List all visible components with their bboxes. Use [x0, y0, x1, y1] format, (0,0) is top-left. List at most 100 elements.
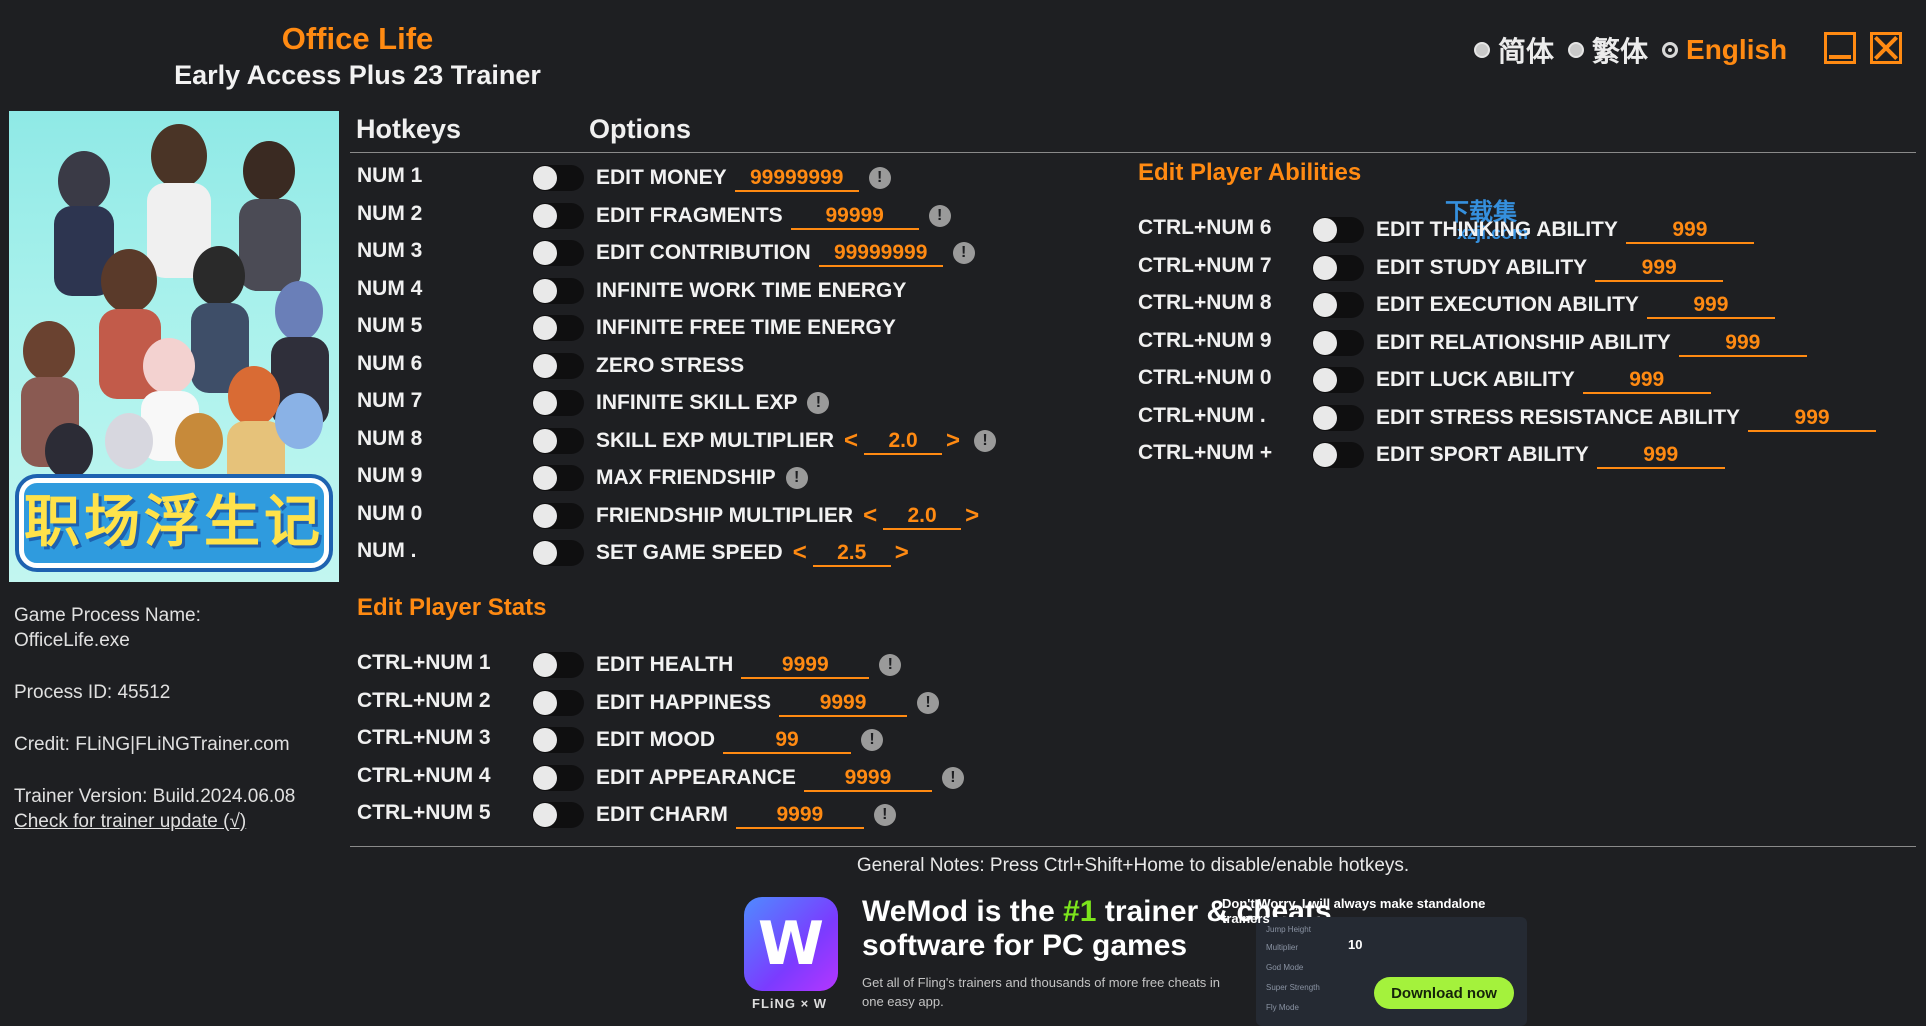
ad-headline-highlight: #1 — [1063, 895, 1097, 928]
hotkey-label: NUM 5 — [357, 314, 423, 337]
option-row: INFINITE SKILL EXP! — [532, 387, 830, 419]
credit: Credit: FLiNG|FLiNGTrainer.com — [14, 734, 290, 755]
option-row: EDIT STRESS RESISTANCE ABILITY 999 — [1312, 402, 1877, 434]
value-input[interactable]: 999 — [1678, 329, 1807, 357]
toggle-switch[interactable] — [532, 427, 584, 454]
lang-option-english[interactable]: English — [1662, 34, 1787, 66]
option-row: EDIT HAPPINESS 9999! — [532, 687, 940, 719]
toggle-switch[interactable] — [1312, 404, 1364, 431]
info-icon[interactable]: ! — [785, 467, 808, 489]
toggle-switch[interactable] — [1312, 217, 1364, 243]
trainer-version: Trainer Version: Build.2024.06.08 — [14, 786, 296, 807]
toggle-switch[interactable] — [532, 202, 584, 229]
info-icon[interactable]: ! — [873, 804, 896, 826]
increase-arrow-icon[interactable]: > — [965, 501, 980, 529]
option-label: EDIT HAPPINESS — [596, 690, 772, 714]
value-input[interactable]: 9999 — [741, 651, 870, 679]
value-input[interactable]: 2.0 — [883, 502, 962, 530]
decrease-arrow-icon[interactable]: < — [792, 539, 807, 566]
toggle-switch[interactable] — [532, 540, 584, 566]
hotkey-label: CTRL+NUM . — [1138, 403, 1266, 427]
info-icon[interactable]: ! — [868, 167, 891, 189]
option-label: INFINITE WORK TIME ENERGY — [596, 278, 907, 302]
toggle-switch[interactable] — [532, 315, 584, 341]
info-icon[interactable]: ! — [952, 242, 975, 264]
value-input[interactable]: 99999999 — [734, 164, 859, 192]
toggle-switch[interactable] — [532, 502, 584, 529]
wemod-advert[interactable]: W FLiNG × W WeMod is the #1 trainer & ch… — [742, 895, 1527, 1026]
toggle-switch[interactable] — [1312, 292, 1364, 318]
value-input[interactable]: 2.0 — [864, 427, 943, 455]
increase-arrow-icon[interactable]: > — [946, 426, 961, 454]
minimize-icon[interactable] — [1824, 32, 1856, 64]
value-input[interactable]: 999 — [1596, 441, 1725, 469]
increase-arrow-icon[interactable]: > — [894, 539, 909, 566]
toggle-switch[interactable] — [532, 277, 584, 304]
toggle-switch[interactable] — [532, 727, 584, 753]
toggle-switch[interactable] — [1312, 367, 1364, 393]
toggle-switch[interactable] — [532, 352, 584, 379]
process-name-value: OfficeLife.exe — [14, 630, 130, 651]
ad-headline: WeMod is the #1 trainer & cheats softwar… — [862, 895, 1332, 963]
info-icon[interactable]: ! — [974, 429, 997, 452]
radio-icon — [1474, 42, 1490, 58]
toggle-switch[interactable] — [532, 802, 584, 828]
value-input[interactable]: 9999 — [735, 801, 864, 829]
value-input[interactable]: 9999 — [779, 689, 908, 717]
value-input[interactable]: 2.5 — [812, 539, 891, 567]
value-input[interactable]: 99 — [723, 726, 851, 754]
info-icon[interactable]: ! — [928, 204, 951, 227]
mock-value: 10 — [1348, 937, 1363, 952]
lang-option-simplified[interactable]: 简体 — [1474, 30, 1554, 70]
toggle-switch[interactable] — [532, 390, 584, 416]
option-row: FRIENDSHIP MULTIPLIER <2.0> — [532, 500, 983, 532]
hotkey-label: CTRL+NUM + — [1138, 441, 1273, 464]
value-input[interactable]: 999 — [1646, 291, 1775, 319]
value-input[interactable]: 999 — [1748, 404, 1877, 432]
info-icon[interactable]: ! — [861, 729, 883, 751]
option-label: FRIENDSHIP MULTIPLIER — [596, 503, 854, 527]
info-icon[interactable]: ! — [917, 691, 940, 714]
toggle-switch[interactable] — [532, 764, 584, 791]
hotkey-label: CTRL+NUM 0 — [1138, 366, 1272, 389]
process-name-label: Game Process Name: — [14, 605, 201, 626]
check-update-link[interactable]: Check for trainer update (√) — [14, 811, 247, 832]
decrease-arrow-icon[interactable]: < — [863, 501, 878, 529]
value-input[interactable]: 99999 — [790, 202, 919, 230]
toggle-switch[interactable] — [1312, 254, 1364, 281]
info-icon[interactable]: ! — [941, 766, 964, 789]
value-input[interactable]: 9999 — [803, 764, 932, 792]
hotkey-label: NUM 1 — [357, 164, 423, 187]
value-input[interactable]: 99999999 — [818, 239, 943, 267]
hotkey-label: NUM 3 — [357, 239, 423, 262]
download-now-button[interactable]: Download now — [1374, 977, 1514, 1009]
toggle-switch[interactable] — [532, 652, 584, 678]
hotkey-label: CTRL+NUM 3 — [357, 726, 491, 749]
toggle-switch[interactable] — [1312, 329, 1364, 356]
toggle-switch[interactable] — [532, 465, 584, 491]
info-icon[interactable]: ! — [879, 654, 902, 676]
option-label: EDIT STRESS RESISTANCE ABILITY — [1376, 405, 1741, 429]
footer-divider — [350, 846, 1916, 847]
toggle-switch[interactable] — [1312, 442, 1364, 468]
toggle-switch[interactable] — [532, 240, 584, 266]
option-label: EDIT EXECUTION ABILITY — [1376, 293, 1639, 316]
decrease-arrow-icon[interactable]: < — [844, 426, 859, 454]
lang-option-traditional[interactable]: 繁体 — [1568, 30, 1648, 70]
option-label: ZERO STRESS — [596, 353, 745, 377]
cover-characters-art — [21, 124, 329, 491]
hotkey-label: NUM 8 — [357, 426, 423, 450]
value-input[interactable]: 999 — [1595, 254, 1724, 282]
info-icon[interactable]: ! — [807, 392, 830, 414]
close-icon[interactable] — [1870, 32, 1902, 64]
value-input[interactable]: 999 — [1582, 366, 1711, 394]
hotkey-label: CTRL+NUM 1 — [357, 651, 491, 674]
toggle-switch[interactable] — [532, 165, 584, 191]
radio-selected-icon — [1662, 42, 1679, 58]
toggle-switch[interactable] — [532, 689, 584, 716]
lang-label: 繁体 — [1592, 36, 1649, 67]
value-input[interactable]: 999 — [1625, 216, 1754, 244]
